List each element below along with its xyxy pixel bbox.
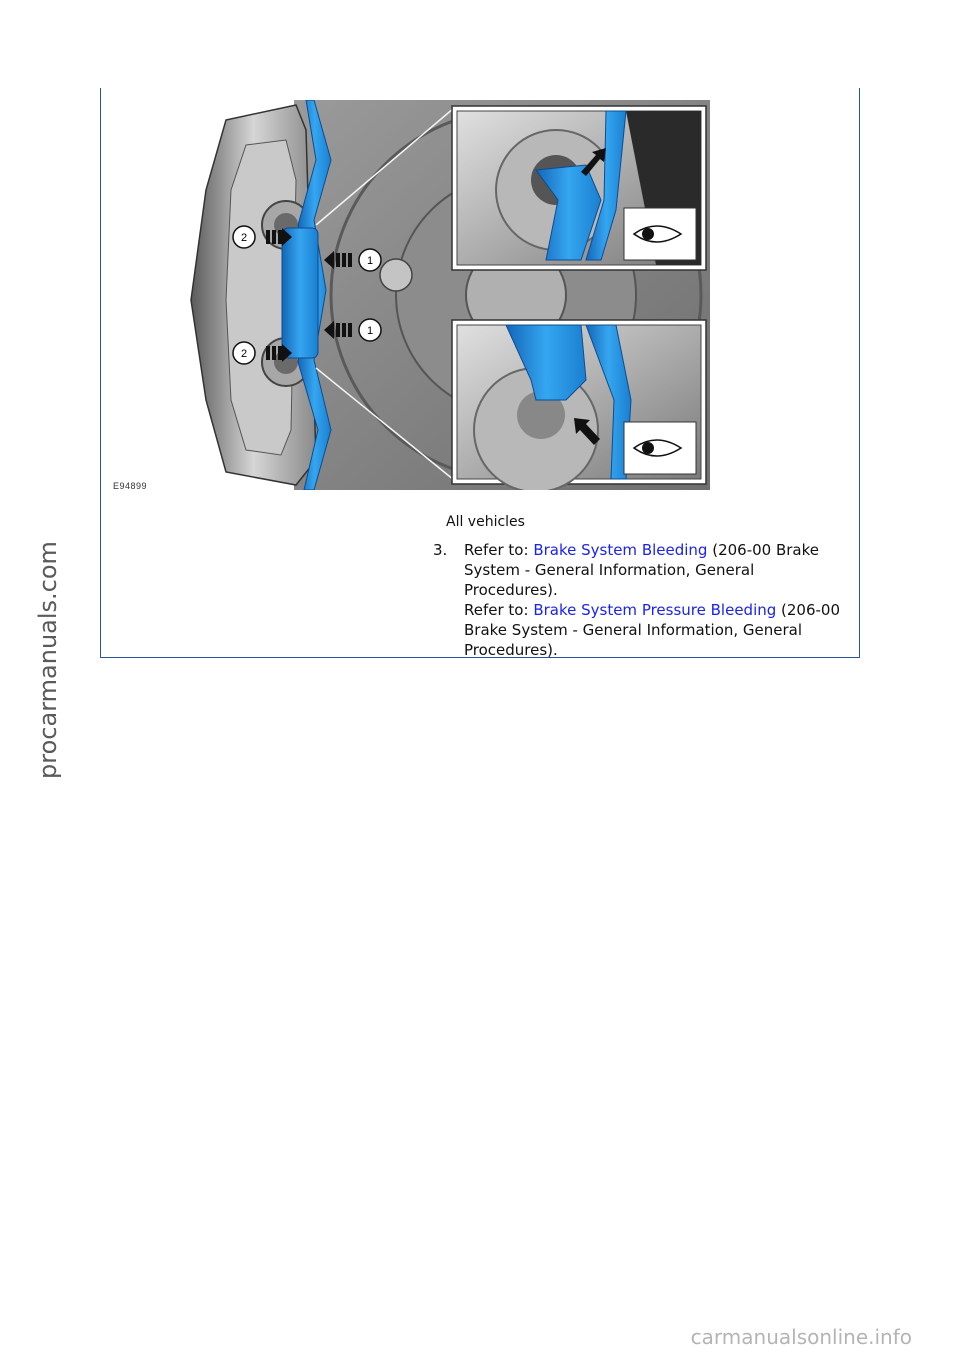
brake-system-pressure-bleeding-link[interactable]: Brake System Pressure Bleeding bbox=[533, 601, 777, 619]
reference-detail-1: (206-00 Brake System - General Informati… bbox=[464, 541, 820, 599]
refer-label-1: Refer to: bbox=[464, 541, 534, 559]
brake-caliper-illustration: 2 1 1 2 bbox=[190, 100, 710, 490]
svg-text:2: 2 bbox=[241, 232, 247, 244]
callout-2-bottom: 2 bbox=[232, 341, 256, 365]
svg-text:2: 2 bbox=[241, 348, 247, 360]
detail-inset-bottom bbox=[451, 319, 707, 490]
figure-id: E94899 bbox=[113, 481, 148, 491]
reference-detail-2: (206-00 Brake System - General Informati… bbox=[464, 601, 841, 659]
bottom-watermark: carmanualsonline.info bbox=[690, 1325, 912, 1349]
detail-inset-top bbox=[451, 105, 707, 271]
svg-text:1: 1 bbox=[367, 325, 373, 337]
callout-arrows bbox=[266, 228, 352, 362]
step-body: Refer to: Brake System Bleeding (206-00 … bbox=[464, 540, 850, 660]
step-number: 3. bbox=[433, 541, 448, 559]
callout-1-top: 1 bbox=[358, 248, 382, 272]
brake-system-bleeding-link[interactable]: Brake System Bleeding bbox=[533, 541, 708, 559]
side-watermark: procarmanuals.com bbox=[34, 541, 62, 779]
callout-2-top: 2 bbox=[232, 225, 256, 249]
refer-label-2: Refer to: bbox=[464, 601, 534, 619]
content-frame bbox=[100, 88, 860, 658]
caption: All vehicles bbox=[446, 514, 525, 530]
callout-1-bottom: 1 bbox=[358, 318, 382, 342]
svg-text:1: 1 bbox=[367, 255, 373, 267]
